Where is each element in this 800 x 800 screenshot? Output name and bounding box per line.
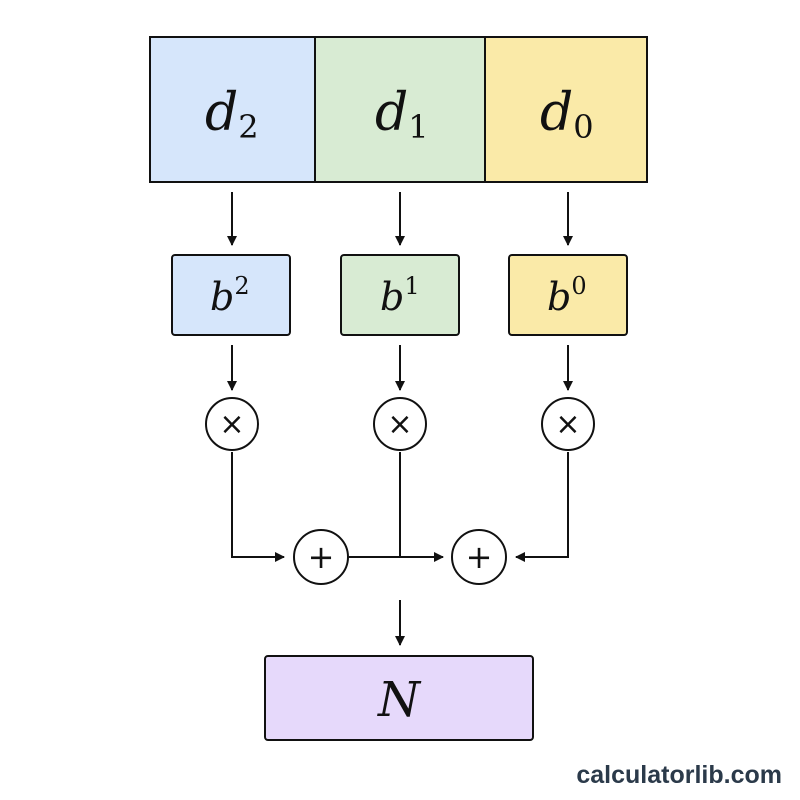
weight-box-b1 bbox=[340, 254, 460, 336]
result-box bbox=[264, 655, 534, 741]
multiply-node-1 bbox=[373, 397, 427, 451]
weight-to-multiplier-arrows bbox=[227, 345, 573, 391]
digit-label-d2: d2 bbox=[205, 83, 259, 146]
add-symbol-2: + bbox=[466, 538, 493, 576]
connector-mult2-to-add1 bbox=[231, 452, 285, 562]
connector-mult0-to-add2 bbox=[515, 452, 569, 562]
product-connectors bbox=[231, 452, 569, 562]
multiplier-nodes: × × × bbox=[205, 397, 595, 451]
result-label: N bbox=[377, 672, 422, 728]
add-symbol-1: + bbox=[308, 538, 335, 576]
add-node-1 bbox=[293, 529, 349, 585]
weight-label-b1: b1 bbox=[380, 272, 420, 319]
multiply-node-2 bbox=[205, 397, 259, 451]
add-node-2 bbox=[451, 529, 507, 585]
multiply-symbol-1: × bbox=[387, 407, 412, 442]
weight-row: b2 b1 b0 bbox=[171, 254, 628, 336]
weight-box-b0 bbox=[508, 254, 628, 336]
multiply-symbol-2: × bbox=[219, 407, 244, 442]
weight-box-b2 bbox=[171, 254, 291, 336]
adder-nodes: + + bbox=[293, 529, 507, 585]
multiply-symbol-0: × bbox=[555, 407, 580, 442]
digit-cell-d0 bbox=[484, 36, 648, 183]
digit-register: d2 d1 d0 bbox=[149, 36, 648, 183]
digit-to-weight-arrows bbox=[227, 192, 573, 246]
digit-label-d1: d1 bbox=[375, 83, 429, 146]
multiply-node-0 bbox=[541, 397, 595, 451]
digit-label-d0: d0 bbox=[540, 83, 594, 146]
result-block: N bbox=[264, 655, 534, 741]
weight-label-b2: b2 bbox=[210, 272, 250, 319]
weight-label-b0: b0 bbox=[547, 272, 587, 319]
digit-cell-d2 bbox=[149, 36, 316, 183]
watermark: calculatorlib.com bbox=[576, 761, 782, 789]
digit-cell-d1 bbox=[314, 36, 486, 183]
